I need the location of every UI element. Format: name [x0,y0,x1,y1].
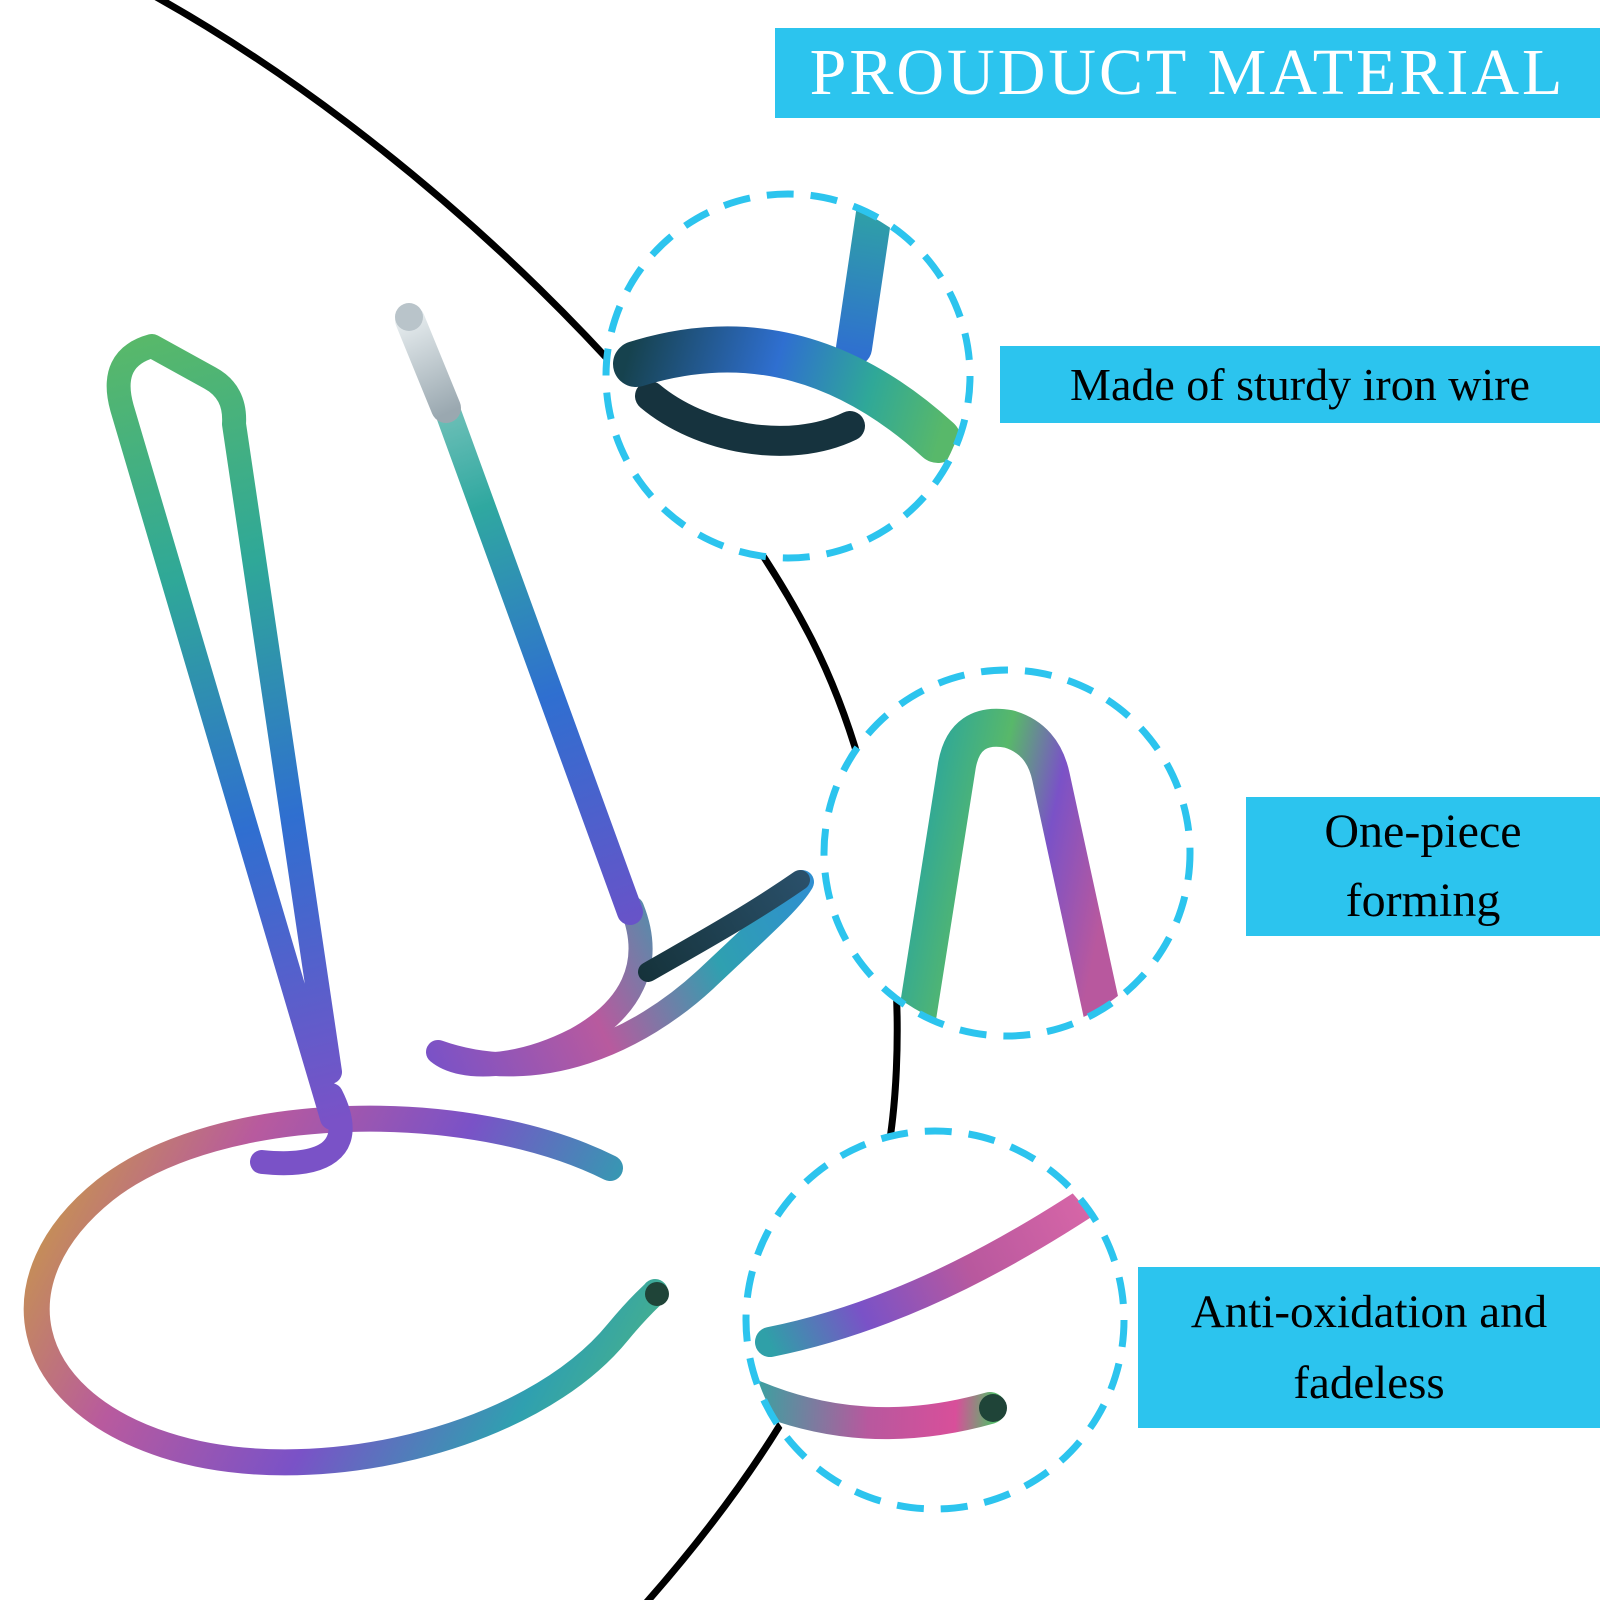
page-title: PROUDUCT MATERIAL [809,36,1566,109]
feature-label-line2: forming [1345,873,1501,927]
stand-arm-underside [638,870,810,982]
callout-circle-anti-oxidation [740,1125,1130,1515]
stand-cradle-arm [426,870,814,1077]
title-banner: PROUDUCT MATERIAL [775,28,1600,118]
feature-banner-iron-wire: Made of sturdy iron wire [1000,346,1600,423]
detail-base-wire [748,1376,1006,1440]
dashed-ring [602,190,974,562]
detail-hairpin-corner [896,708,1126,1034]
detail-wire-cut-end [979,1394,1007,1422]
feature-banner-one-piece: One-piece forming [1246,797,1600,936]
dashed-ring [820,666,1194,1040]
stand-base-ring [23,1105,668,1476]
feature-banner-anti-oxidation: Anti-oxidation and fadeless [1138,1267,1600,1428]
callout-circle-one-piece [818,664,1196,1042]
detail-horizontal-wire [613,326,961,463]
zoom-detail-anti-oxidation [742,1127,1128,1513]
stand-rod-metal-cap [395,305,461,423]
stand-hairpin-loop [106,334,344,1130]
feature-label-line2: fadeless [1293,1356,1445,1409]
wire-cut-end [645,1282,669,1306]
callout-circle-iron-wire [600,188,976,564]
stand-loop-to-base [250,1083,353,1176]
detail-diagonal-wire [755,1165,1122,1357]
feature-label: Made of sturdy iron wire [1070,359,1530,410]
stand-rod [435,399,643,925]
stand-rod-tip [395,303,423,331]
detail-wire-shadow-loop [635,381,865,456]
feature-label-line1: One-piece [1324,805,1522,859]
dashed-ring [742,1127,1128,1513]
zoom-detail-one-piece [820,666,1194,1040]
zoom-detail-iron-wire [602,190,974,562]
feature-label-line1: Anti-oxidation and [1190,1286,1548,1338]
